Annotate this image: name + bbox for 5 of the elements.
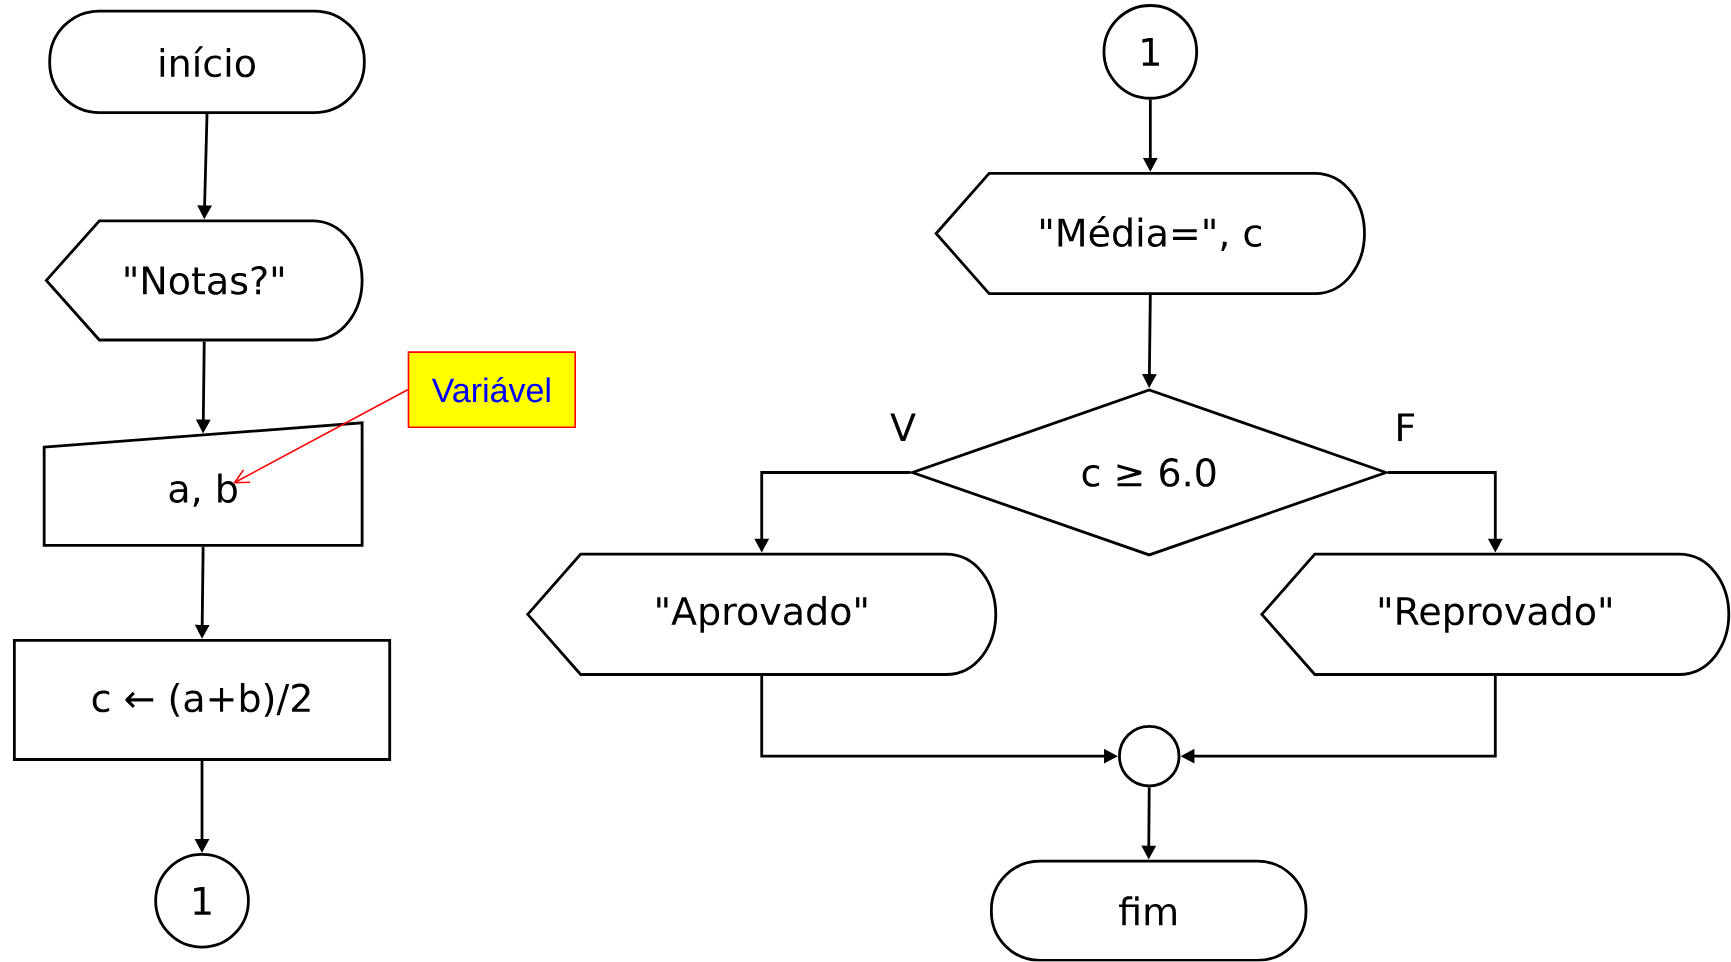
callout-box: Variável (407, 351, 576, 429)
leader-line (232, 389, 409, 484)
process-box: c ← (a+b)/2 (12, 639, 392, 762)
edge-label: F (1392, 411, 1419, 444)
junction-circle (1118, 725, 1181, 788)
